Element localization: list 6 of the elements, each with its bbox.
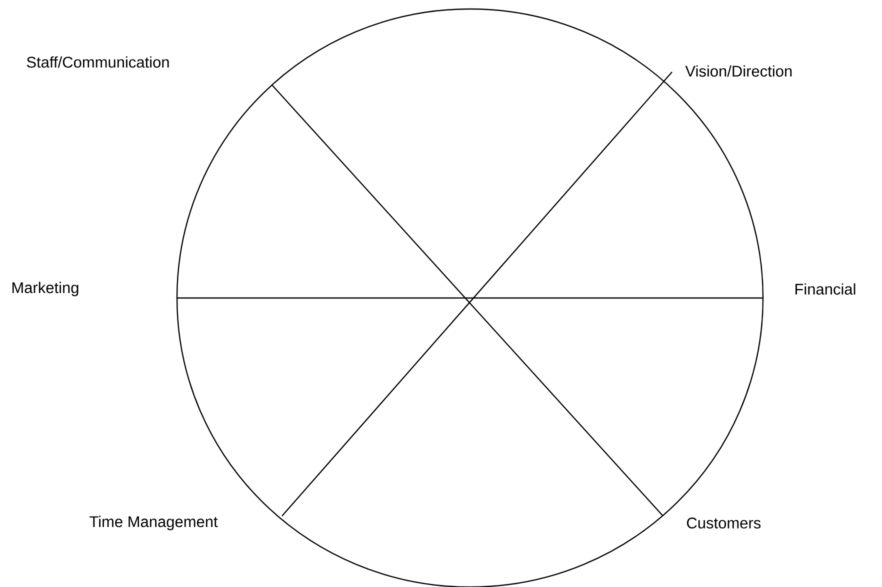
segment-label: Customers [687, 518, 761, 528]
segment-label: Financial [795, 283, 856, 295]
segment-label: Marketing [12, 282, 78, 296]
segment-label: Vision/Direction [685, 65, 792, 77]
segment-label: Time Management [90, 516, 218, 530]
segment-label: Staff/Communication [26, 56, 169, 68]
